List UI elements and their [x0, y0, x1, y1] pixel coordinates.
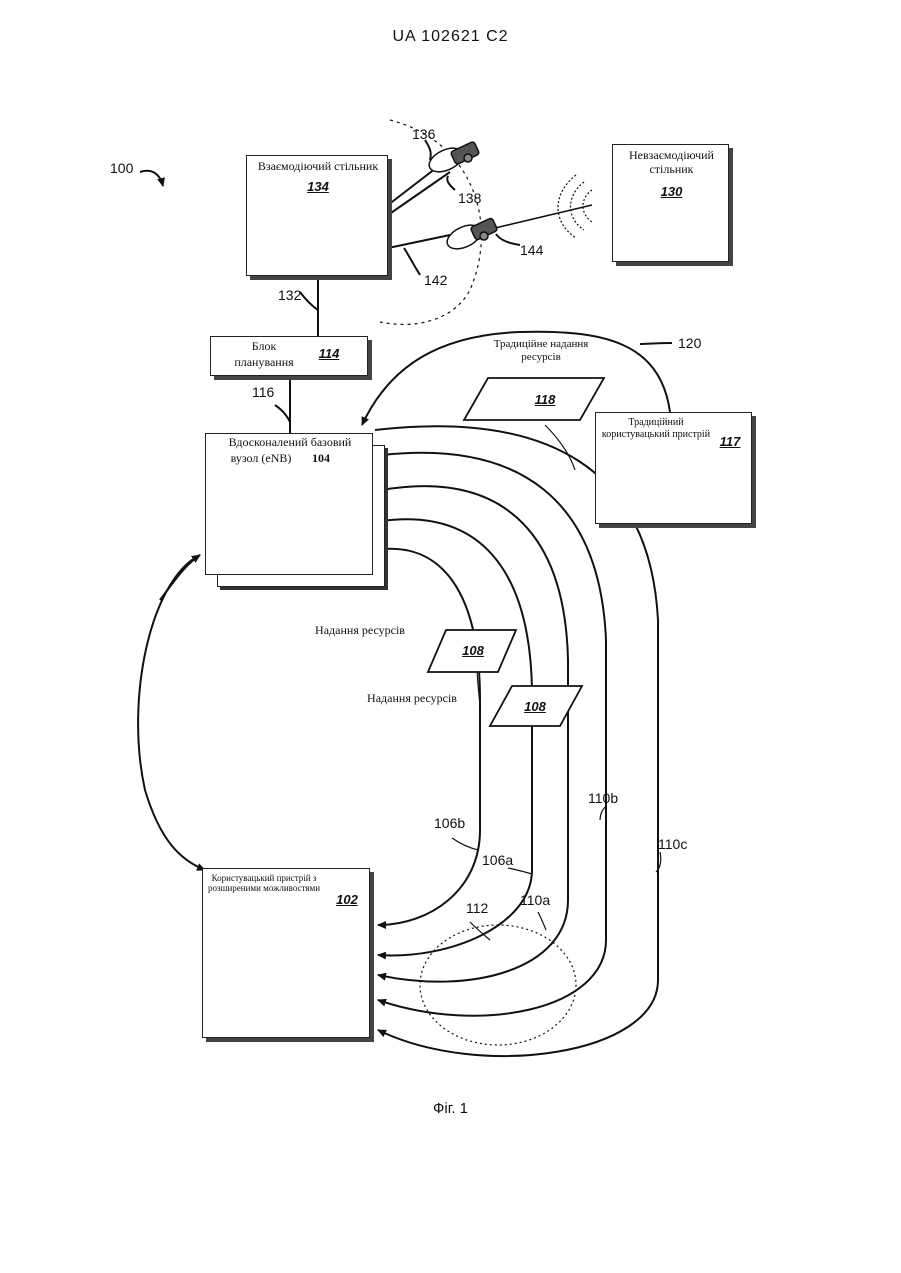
- interacting-cell-box: Взаємодіючий стільник 134: [246, 155, 388, 276]
- link-134-138: [388, 172, 450, 215]
- figure-caption: Фіг. 1: [0, 1100, 901, 1117]
- ref-132: 132: [278, 287, 301, 303]
- scheduler-box: Блок планування 114: [210, 336, 368, 376]
- enb-label-line2: вузол (eNB): [216, 452, 306, 466]
- path-106a: [375, 519, 532, 955]
- ref-142: 142: [424, 272, 447, 288]
- figure-ref-arrow: [140, 171, 163, 186]
- path-106b: [375, 549, 480, 925]
- ref-144: 144: [520, 242, 543, 258]
- ref-112: 112: [466, 900, 488, 916]
- grant-label-2: Надання ресурсів: [352, 692, 472, 706]
- enb-box: Вдосконалений базовий вузол (eNB) 104: [205, 433, 373, 575]
- enb-label-line1: Вдосконалений базовий: [206, 436, 374, 450]
- grant-108a-ref: 108: [448, 644, 498, 659]
- path-110b: [378, 453, 606, 1016]
- non-interacting-cell-ref: 130: [613, 185, 730, 200]
- ref-138: 138: [458, 190, 481, 206]
- figure-ref: 100: [110, 160, 133, 176]
- ref-110b: 110b: [588, 790, 618, 806]
- legacy-ue-ref: 117: [712, 435, 748, 450]
- grant-118-ref: 118: [520, 393, 570, 408]
- ref-106a: 106a: [482, 852, 513, 868]
- ref-106b: 106b: [434, 815, 465, 831]
- grant-label-1: Надання ресурсів: [300, 624, 420, 638]
- enhanced-ue-box: Користувацький пристрій з розширеними мо…: [202, 868, 370, 1038]
- scheduler-ref: 114: [309, 347, 349, 362]
- enhanced-ue-label: Користувацький пристрій з розширеними мо…: [205, 873, 323, 894]
- ref-136: 136: [412, 126, 435, 142]
- phone-icon-144: [443, 218, 497, 254]
- non-interacting-cell-label: Невзаємодіючий стільник: [615, 149, 728, 177]
- grant-108b-ref: 108: [510, 700, 560, 715]
- ref-116: 116: [252, 384, 274, 400]
- enhanced-ue-ref: 102: [327, 893, 367, 908]
- phone-icon-136: [425, 141, 479, 177]
- interacting-cell-ref: 134: [247, 180, 389, 195]
- enb-ref: 104: [306, 452, 336, 466]
- scheduler-label-line1: Блок: [219, 340, 309, 354]
- non-interacting-cell-box: Невзаємодіючий стільник 130: [612, 144, 729, 262]
- legacy-grant-label: Традиційне надання ресурсів: [476, 338, 606, 363]
- legacy-ue-box: Традиційний користувацький пристрій 117: [595, 412, 752, 524]
- ref-110c: 110c: [658, 836, 687, 852]
- legacy-ue-label: Традиційний користувацький пристрій: [600, 417, 712, 440]
- ref-110a: 110a: [520, 892, 550, 908]
- ref-120: 120: [678, 335, 701, 351]
- scheduler-label-line2: планування: [219, 356, 309, 370]
- link-134-144: [388, 235, 450, 248]
- enb-ue-link: [138, 555, 205, 870]
- interacting-cell-label: Взаємодіючий стільник: [247, 160, 389, 174]
